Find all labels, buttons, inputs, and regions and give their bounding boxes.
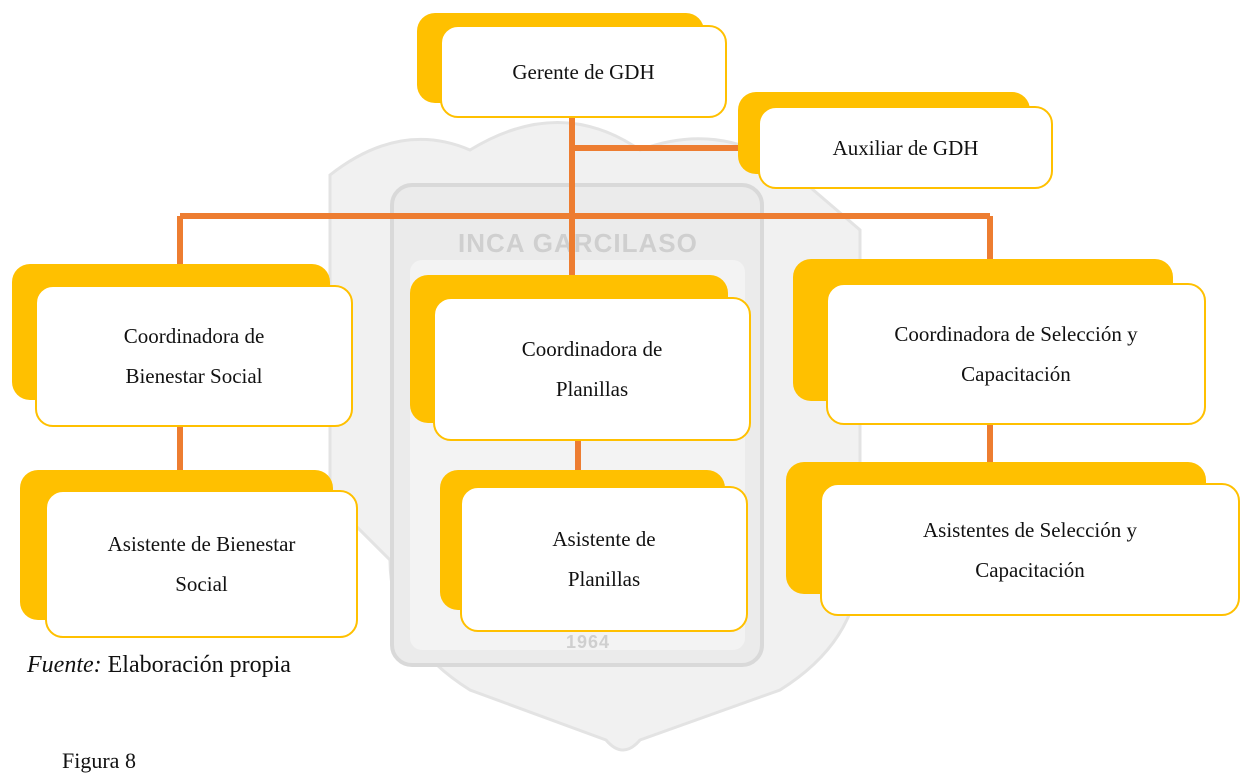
node-asist-bienestar-line2: Social [175,572,228,596]
node-auxiliar-label: Auxiliar de GDH [832,135,979,160]
node-coord-seleccion-line1: Coordinadora de Selección y [894,322,1138,346]
node-asist-planillas-line1: Asistente de [552,527,656,551]
node-asist-planillas-line2: Planillas [567,567,641,591]
node-coord-bienestar-line2: Bienestar Social [125,364,263,388]
node-coord-planillas-line2: Planillas [555,377,629,401]
node-asist-seleccion-line1: Asistentes de Selección y [922,517,1138,542]
node-coord-bienestar-line1: Coordinadora de [123,324,265,348]
node-coord-seleccion-line2: Capacitación [961,362,1071,386]
source-caption-prefix: Fuente: [27,652,102,678]
node-asist-bienestar-line1: Asistente de Bienestar [107,532,296,556]
node-gerente-label: Gerente de GDH [512,59,655,84]
node-coord-planillas-line1: Coordinadora de [521,337,663,361]
source-caption-text: Elaboración propia [101,652,291,678]
figure-label: Figura 8 [62,748,136,773]
source-caption: Fuente: Elaboración propia [27,652,291,679]
node-asist-seleccion-line2: Capacitación [975,557,1085,582]
